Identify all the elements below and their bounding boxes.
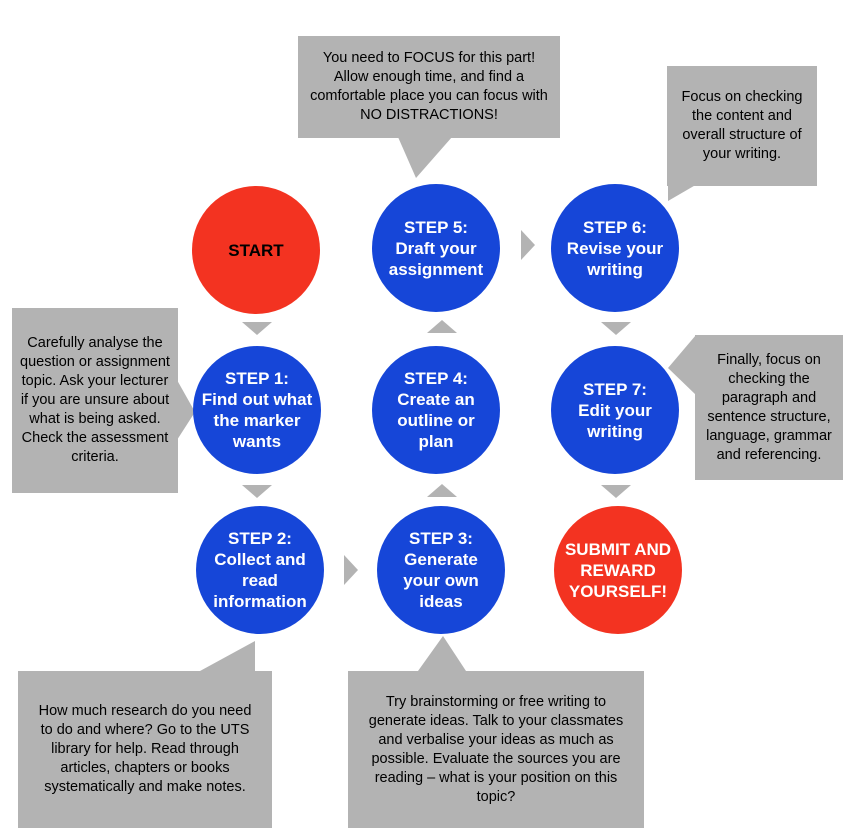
step2-title: Collect and read information: [213, 550, 307, 611]
brainstorm-callout-pointer: [418, 636, 466, 671]
step5-node-text: STEP 5: Draft your assignment: [380, 217, 492, 280]
step7-label: STEP 7:: [583, 379, 647, 399]
step7-node: STEP 7: Edit your writing: [551, 346, 679, 474]
brainstorm-callout-text: Try brainstorming or free writing to gen…: [368, 693, 624, 805]
focus-callout: You need to FOCUS for this part! Allow e…: [298, 36, 560, 138]
step6-label: STEP 6:: [583, 217, 647, 237]
step7-title: Edit your writing: [578, 400, 652, 441]
step4-title: Create an outline or plan: [397, 390, 475, 451]
step1-title: Find out what the marker wants: [201, 390, 313, 451]
arrow-step1-to-step2: [242, 485, 272, 498]
step6-node-text: STEP 6: Revise your writing: [559, 217, 671, 280]
step1-label: STEP 1:: [225, 369, 289, 388]
brainstorm-callout: Try brainstorming or free writing to gen…: [348, 671, 644, 828]
arrow-step2-to-step3: [344, 555, 358, 585]
research-callout-text: How much research do you need to do and …: [38, 703, 252, 795]
step7-node-text: STEP 7: Edit your writing: [559, 379, 671, 442]
focus-callout-text: You need to FOCUS for this part! Allow e…: [310, 50, 548, 123]
submit-node-label: SUBMIT AND REWARD YOURSELF!: [564, 539, 672, 601]
step5-title: Draft your assignment: [388, 238, 484, 279]
step6-node: STEP 6: Revise your writing: [551, 184, 679, 312]
step1-node: STEP 1: Find out what the marker wants: [193, 346, 321, 474]
edit-callout-text: Finally, focus on checking the paragraph…: [706, 351, 832, 463]
step5-node: STEP 5: Draft your assignment: [372, 184, 500, 312]
start-node: START: [192, 186, 320, 314]
step3-node-text: STEP 3: Generate your own ideas: [385, 528, 497, 612]
arrow-step6-to-step7: [601, 322, 631, 335]
arrow-start-to-step1: [242, 322, 272, 335]
step2-node: STEP 2: Collect and read information: [196, 506, 324, 634]
step5-label: STEP 5:: [404, 217, 468, 237]
step3-title: Generate your own ideas: [403, 550, 479, 611]
arrow-step3-to-step4: [427, 484, 457, 497]
step3-node: STEP 3: Generate your own ideas: [377, 506, 505, 634]
arrow-step5-to-step6: [521, 230, 535, 260]
analyse-callout-text: Carefully analyse the question or assign…: [20, 335, 170, 465]
step4-node: STEP 4: Create an outline or plan: [372, 346, 500, 474]
step3-label: STEP 3:: [409, 529, 473, 548]
edit-callout: Finally, focus on checking the paragraph…: [695, 335, 843, 480]
step2-label: STEP 2:: [228, 529, 292, 548]
research-callout: How much research do you need to do and …: [18, 671, 272, 828]
step4-node-text: STEP 4: Create an outline or plan: [380, 368, 492, 452]
step1-node-text: STEP 1: Find out what the marker wants: [201, 368, 313, 452]
analyse-callout-pointer: [177, 380, 195, 440]
step4-label: STEP 4:: [404, 369, 468, 388]
step6-title: Revise your writing: [566, 238, 664, 279]
arrow-step7-to-submit: [601, 485, 631, 498]
focus-callout-pointer: [398, 137, 452, 178]
edit-callout-pointer: [668, 335, 696, 395]
step2-node-text: STEP 2: Collect and read information: [204, 528, 316, 612]
start-node-label: START: [228, 240, 284, 260]
research-callout-pointer: [200, 641, 255, 671]
arrow-step4-to-step5: [427, 320, 457, 333]
analyse-callout: Carefully analyse the question or assign…: [12, 308, 178, 493]
revise-callout-text: Focus on checking the content and overal…: [681, 89, 803, 162]
revise-callout: Focus on checking the content and overal…: [667, 66, 817, 186]
submit-node: SUBMIT AND REWARD YOURSELF!: [554, 506, 682, 634]
